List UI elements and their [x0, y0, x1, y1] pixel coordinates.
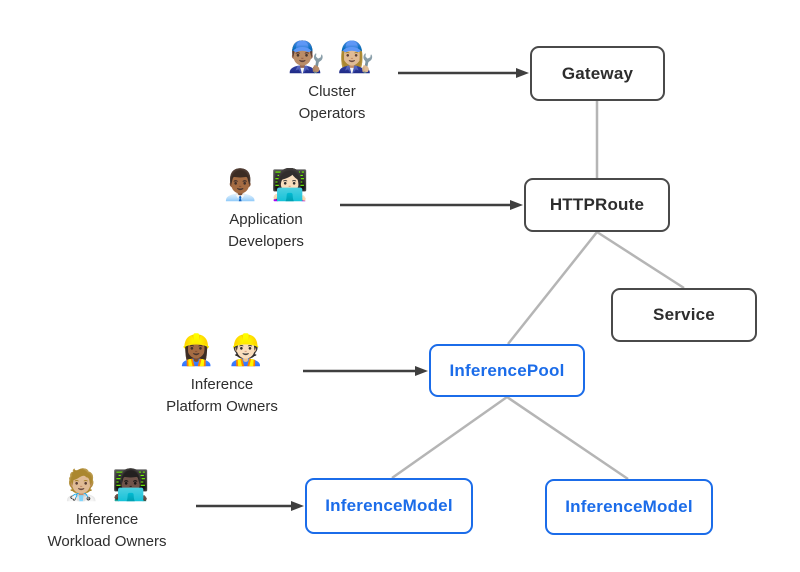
node-inferencepool: InferencePool	[429, 344, 585, 397]
node-inferencemodel-2-label: InferenceModel	[565, 497, 693, 516]
actor-application-developers: 👨🏾‍💼 👩🏻‍💻 Application Developers	[178, 166, 354, 253]
node-service: Service	[611, 288, 757, 342]
inference-workload-owners-emoji-icon: 🧑🏼‍⚕️ 👨🏿‍💻	[62, 469, 152, 502]
edge-httproute-service	[596, 230, 685, 290]
inference-platform-owners-construction-emoji-icon: 👷🏾‍♀️ 👷🏻	[177, 334, 267, 367]
actor-inference-platform-owners: 👷🏾‍♀️ 👷🏻 Inference Platform Owners	[134, 331, 310, 418]
node-inferencemodel-1-label: InferenceModel	[325, 496, 453, 515]
edge-inferencepool-inferencemodel-1	[391, 395, 508, 480]
node-inferencepool-label: InferencePool	[449, 360, 565, 380]
cluster-operators-mechanics-emoji-icon: 👨🏽‍🔧 👩🏼‍🔧	[287, 41, 377, 74]
edge-inferencepool-inferencemodel-2	[506, 395, 629, 481]
node-gateway: Gateway	[530, 46, 665, 101]
actor-inference-workload-owners: 🧑🏼‍⚕️ 👨🏿‍💻 Inference Workload Owners	[19, 466, 195, 553]
node-httproute-label: HTTPRoute	[549, 195, 645, 214]
actor-cluster-operators-label: Cluster Operators	[298, 83, 366, 122]
edge-httproute-inferencepool	[507, 231, 598, 345]
actor-inference-platform-owners-label: Inference Platform Owners	[166, 376, 278, 415]
actor-inference-workload-owners-label: Inference Workload Owners	[47, 511, 167, 550]
actor-application-developers-label: Application Developers	[228, 211, 304, 250]
node-service-label: Service	[653, 305, 715, 324]
application-developers-emoji-icon: 👨🏾‍💼 👩🏻‍💻	[221, 169, 311, 202]
node-httproute: HTTPRoute	[524, 178, 670, 232]
node-gateway-label: Gateway	[561, 63, 634, 83]
node-inferencemodel-1: InferenceModel	[305, 478, 473, 534]
node-inferencemodel-2: InferenceModel	[545, 479, 713, 535]
actor-cluster-operators: 👨🏽‍🔧 👩🏼‍🔧 Cluster Operators	[244, 38, 420, 125]
